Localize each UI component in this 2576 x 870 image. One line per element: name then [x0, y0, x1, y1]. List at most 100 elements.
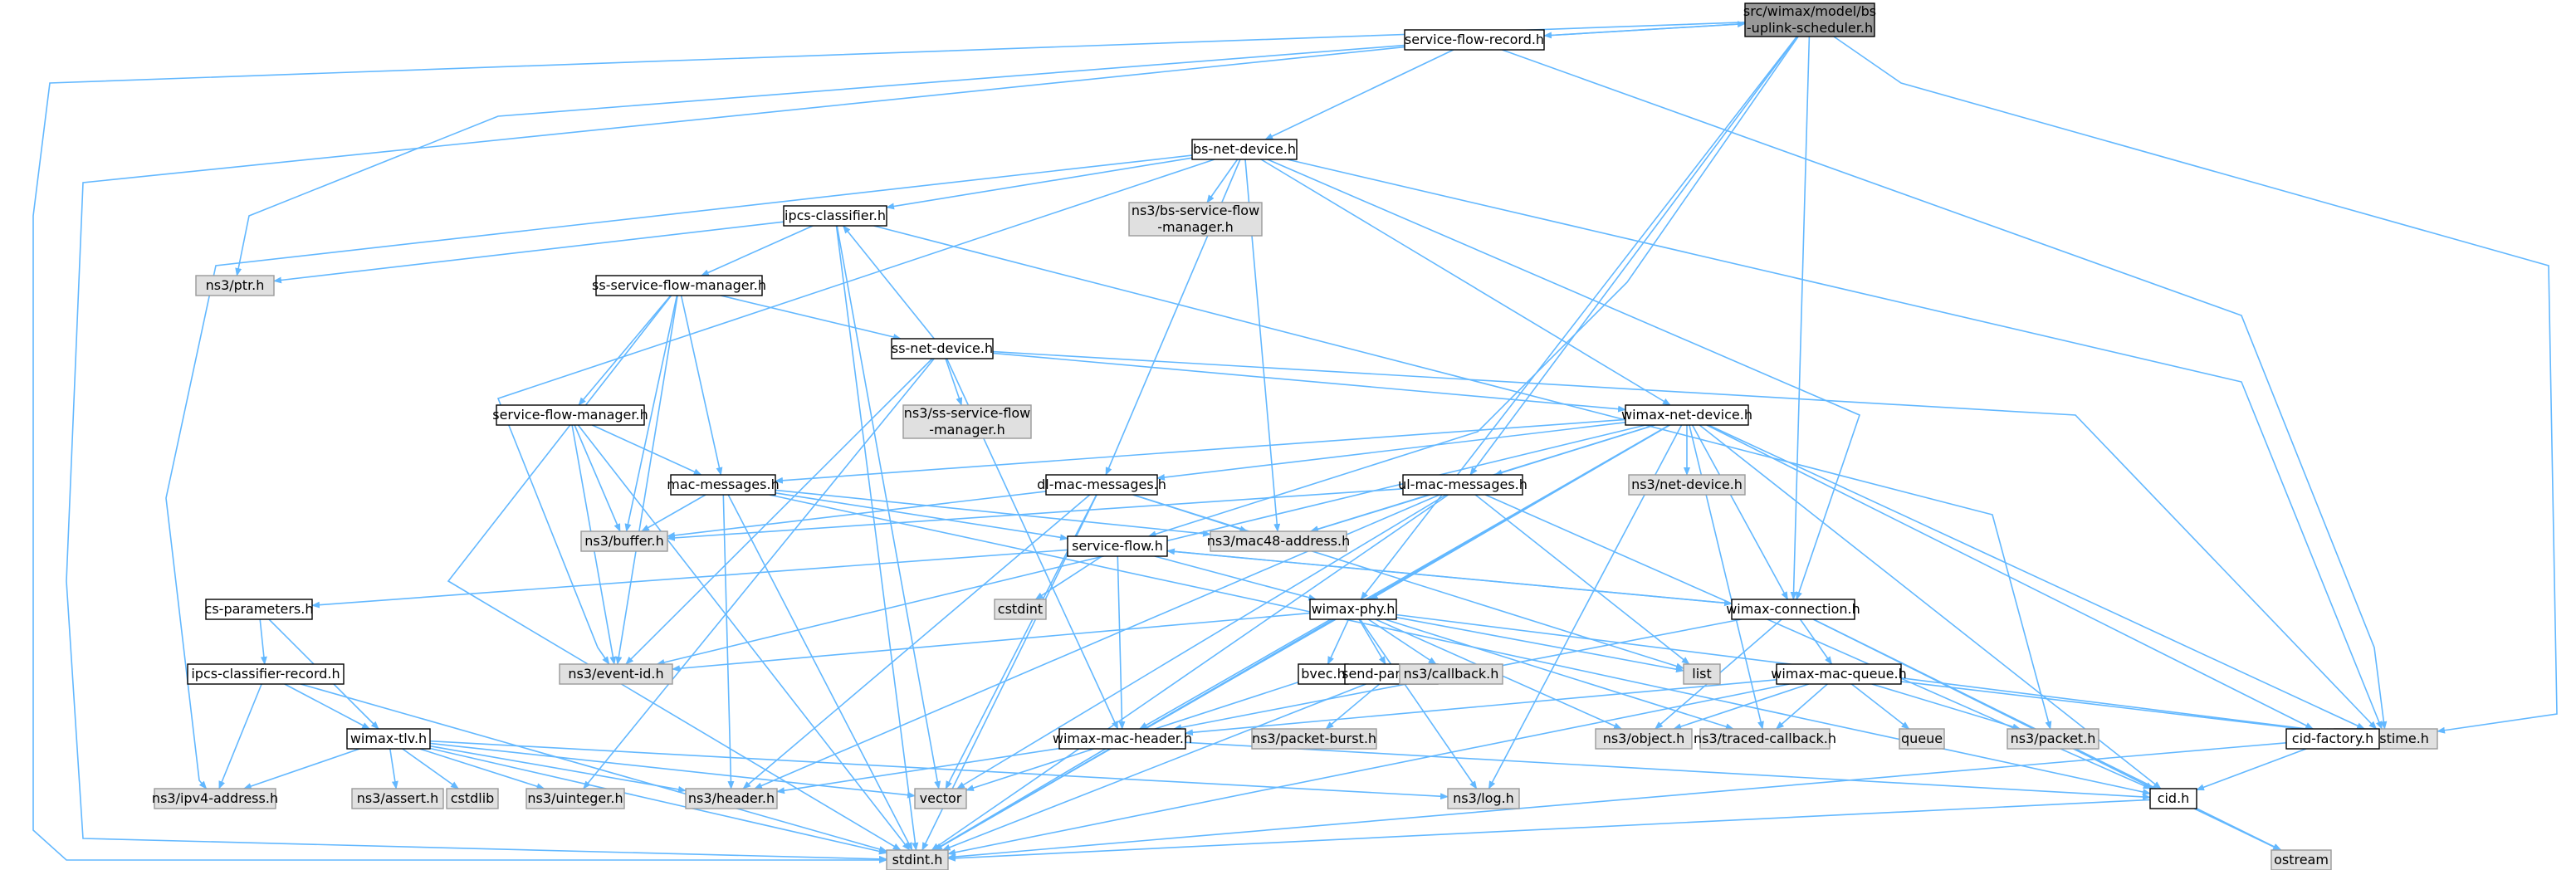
node-nsssfm: ns3/ss-service-flow-manager.h: [902, 404, 1032, 439]
node-phy[interactable]: wimax-phy.h: [1309, 599, 1397, 620]
edge-ipcsrec-to-ipv4: [218, 683, 262, 789]
node-ostream: ostream: [2270, 849, 2332, 870]
node-cid[interactable]: cid.h: [2149, 788, 2197, 809]
edge-macmsg-to-sf: [775, 492, 1068, 541]
node-pburst: ns3/packet-burst.h: [1251, 728, 1377, 750]
edge-sfr-to-ptr: [235, 44, 1405, 276]
edge-conn-to-macq: [1799, 618, 1833, 665]
node-box-ipv4: [154, 788, 276, 809]
node-label-nsssfm: -manager.h: [929, 422, 1004, 437]
node-label-cstdlib: cstdlib: [451, 790, 495, 806]
node-box-list: [1683, 663, 1721, 685]
node-box-netdev: [1628, 474, 1746, 496]
node-box-uint: [525, 788, 625, 809]
edge-ssnd-to-nsssfm: [945, 358, 963, 406]
node-root[interactable]: src/wimax/model/bs-uplink-scheduler.h: [1743, 2, 1876, 37]
node-box-nsssfm: [902, 404, 1032, 439]
edge-sfm-to-macmsg: [591, 424, 702, 476]
node-header: ns3/header.h: [685, 788, 778, 809]
node-buffer: ns3/buffer.h: [580, 530, 668, 552]
node-object: ns3/object.h: [1595, 728, 1693, 750]
node-label-ostream: ostream: [2274, 852, 2329, 868]
node-cidf[interactable]: cid-factory.h: [2285, 728, 2380, 750]
node-dlmac[interactable]: dl-mac-messages.h: [1037, 474, 1166, 496]
node-label-bssfm: ns3/bs-service-flow: [1132, 203, 1259, 218]
edge-wnd-to-macmsg: [775, 418, 1626, 484]
node-label-pburst: ns3/packet-burst.h: [1252, 731, 1376, 746]
node-box-object: [1595, 728, 1693, 750]
node-bvec[interactable]: bvec.h: [1298, 663, 1349, 685]
edge-root-to-phy: [1360, 36, 1798, 600]
node-ulmac[interactable]: ul-mac-messages.h: [1398, 474, 1528, 496]
edge-dlmac-to-header: [742, 494, 1091, 789]
node-csparam[interactable]: cs-parameters.h: [205, 599, 314, 620]
edge-ipcs-to-sssfm: [700, 225, 814, 276]
node-box-sfm: [496, 404, 645, 426]
node-box-conn: [1731, 599, 1855, 620]
node-macmsg[interactable]: mac-messages.h: [667, 474, 780, 496]
node-box-ssnd: [891, 338, 994, 359]
edge-phy-to-bvec: [1327, 618, 1350, 665]
edge-csparam-to-ipcsrec: [259, 618, 267, 665]
node-list: list: [1683, 663, 1721, 685]
node-sfr[interactable]: service-flow-record.h: [1404, 29, 1545, 51]
dependency-edges: [32, 21, 2558, 863]
edge-sf-to-machdr: [1117, 555, 1126, 730]
node-sssfm[interactable]: ss-service-flow-manager.h: [592, 275, 766, 296]
edge-ssnd-to-uint: [583, 358, 935, 789]
node-sf[interactable]: service-flow.h: [1067, 535, 1168, 557]
edge-machdr-to-header: [776, 747, 1060, 794]
edge-root-to-sf: [1147, 36, 1799, 538]
node-label-stdint: stdint.h: [892, 852, 943, 868]
edge-phy-to-eventid: [672, 612, 1311, 672]
node-bssfm: ns3/bs-service-flow-manager.h: [1128, 202, 1263, 237]
node-label-tlv: wimax-tlv.h: [350, 731, 427, 746]
node-log: ns3/log.h: [1447, 788, 1520, 809]
edge-wnd-to-dlmac: [1156, 422, 1626, 481]
node-box-pburst: [1251, 728, 1377, 750]
edge-cid-to-stdint: [947, 799, 2151, 862]
node-ipcsrec[interactable]: ipcs-classifier-record.h: [187, 663, 345, 685]
node-bsnd[interactable]: bs-net-device.h: [1191, 139, 1298, 160]
node-label-callback: ns3/callback.h: [1404, 666, 1499, 682]
node-wnd[interactable]: wimax-net-device.h: [1621, 404, 1752, 426]
edge-dlmac-to-list: [1132, 494, 1684, 670]
edge-tlv-to-cstdlib: [402, 748, 460, 789]
node-box-ostream: [2270, 849, 2332, 870]
node-ipv4: ns3/ipv4-address.h: [152, 788, 278, 809]
node-netdev: ns3/net-device.h: [1628, 474, 1746, 496]
edge-machdr-to-cid: [1185, 741, 2151, 800]
edge-ipcs-to-vector: [836, 225, 941, 789]
edge-wnd-to-cid: [1699, 424, 2162, 789]
edge-bsnd-to-wnd: [1260, 159, 1671, 406]
edge-sfr-to-root: [1543, 21, 1746, 37]
edge-wnd-to-cidf: [1706, 424, 2314, 730]
node-box-dlmac: [1045, 474, 1158, 496]
node-uint: ns3/uinteger.h: [525, 788, 625, 809]
node-machdr[interactable]: wimax-mac-header.h: [1053, 728, 1192, 750]
node-macq[interactable]: wimax-mac-queue.h: [1771, 663, 1907, 685]
node-label-vector: vector: [920, 790, 962, 806]
node-box-ipcs: [783, 205, 887, 227]
edge-macq-to-nstime: [1900, 681, 2335, 736]
node-conn[interactable]: wimax-connection.h: [1726, 599, 1860, 620]
node-sfm[interactable]: service-flow-manager.h: [492, 404, 648, 426]
node-ssnd[interactable]: ss-net-device.h: [891, 338, 994, 359]
node-vector: vector: [914, 788, 967, 809]
node-mac48: ns3/mac48-address.h: [1207, 530, 1350, 552]
node-ipcs[interactable]: ipcs-classifier.h: [783, 205, 887, 227]
node-box-tlv: [346, 728, 431, 750]
edge-ipcs-to-ptr: [273, 221, 785, 284]
node-tlv[interactable]: wimax-tlv.h: [346, 728, 431, 750]
node-label-assert: ns3/assert.h: [357, 790, 438, 806]
edge-root-to-conn: [1790, 36, 1811, 600]
edge-phy-to-sendp: [1358, 618, 1386, 665]
node-traced: ns3/traced-callback.h: [1694, 728, 1836, 750]
node-label-ipcs: ipcs-classifier.h: [785, 208, 886, 223]
node-box-macq: [1776, 663, 1902, 685]
node-label-bssfm: -manager.h: [1157, 219, 1233, 235]
node-label-cidf: cid-factory.h: [2292, 731, 2373, 746]
node-label-macq: wimax-mac-queue.h: [1771, 666, 1906, 682]
edge-bsnd-to-nstime: [1287, 159, 2383, 730]
node-box-csparam: [205, 599, 313, 620]
